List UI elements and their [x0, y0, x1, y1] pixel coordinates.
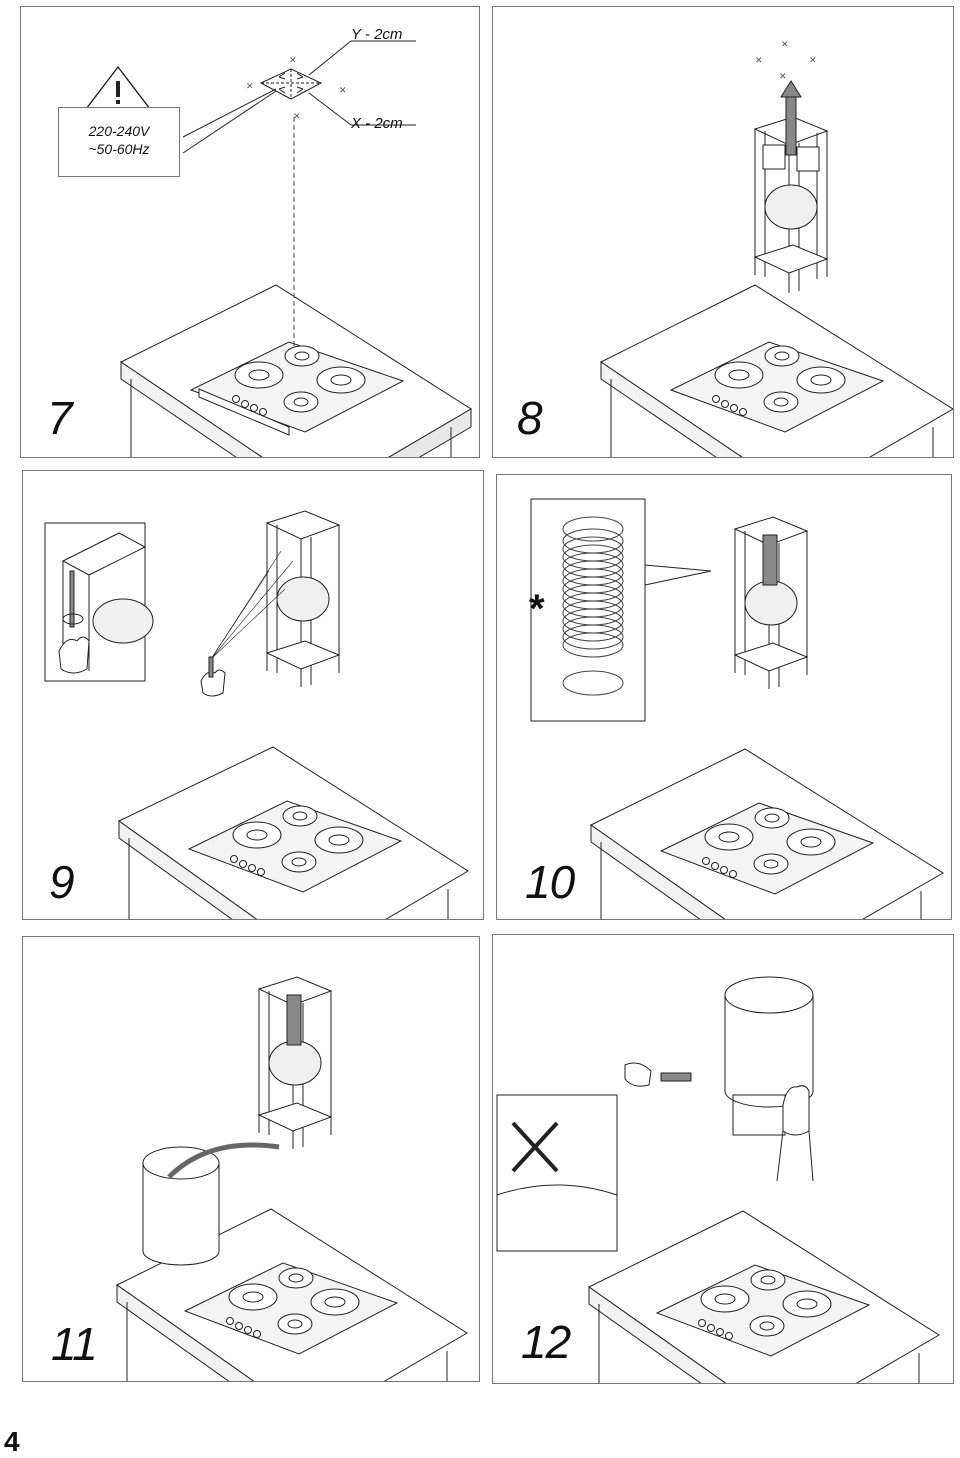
step-8-illustration: ✕ ✕ ✕ ✕ — [600, 39, 953, 457]
flexible-duct — [562, 516, 624, 696]
hand-icon — [58, 636, 226, 697]
voltage-range: 220-240V — [88, 123, 150, 139]
hand-icon — [776, 1085, 814, 1182]
svg-text:✕: ✕ — [755, 55, 763, 65]
step-number: 12 — [521, 1316, 571, 1368]
svg-text:✕: ✕ — [779, 71, 787, 81]
svg-text:✕: ✕ — [781, 39, 789, 49]
step-panel-8: ✕ ✕ ✕ ✕ 8 — [492, 6, 954, 458]
screwdriver-icon — [624, 1062, 692, 1087]
page-number: 4 — [4, 1426, 20, 1457]
svg-text:✕: ✕ — [293, 111, 301, 121]
step-number: 11 — [51, 1318, 98, 1370]
step-panel-12: 12 — [492, 934, 954, 1384]
svg-text:✕: ✕ — [246, 81, 254, 91]
svg-text:✕: ✕ — [289, 55, 297, 65]
step-7-illustration: ✕ ✕ ✕ ✕ Y - 2cm X - 2cm — [84, 26, 472, 457]
step-number: 10 — [525, 856, 575, 908]
frequency-range: ~50-60Hz — [88, 141, 150, 157]
step-number: 9 — [49, 856, 75, 908]
drill-icon — [62, 570, 214, 678]
step-10-illustration — [530, 498, 944, 919]
step-12-illustration — [496, 976, 940, 1383]
step-11-illustration — [116, 976, 468, 1381]
dim-x-label: X - 2cm — [350, 115, 403, 132]
optional-accessory-mark: * — [529, 587, 545, 631]
step-number: 7 — [47, 392, 73, 444]
voltage-box: 220-240V ~50-60Hz — [58, 107, 180, 177]
arrow-up-icon — [780, 80, 802, 156]
cross-icon — [511, 1121, 559, 1173]
svg-text:✕: ✕ — [339, 85, 347, 95]
warning-triangle-icon — [84, 65, 152, 110]
step-9-illustration — [44, 510, 469, 919]
step-panel-10: * 10 — [496, 474, 952, 920]
step-panel-9: 9 — [22, 470, 484, 920]
step-panel-11: 11 — [22, 936, 480, 1382]
step-panel-7: ✕ ✕ ✕ ✕ Y - 2cm X - 2cm 220-240V ~50-60H… — [20, 6, 480, 458]
svg-text:✕: ✕ — [809, 55, 817, 65]
step-number: 8 — [517, 392, 543, 444]
dim-y-label: Y - 2cm — [351, 26, 402, 43]
